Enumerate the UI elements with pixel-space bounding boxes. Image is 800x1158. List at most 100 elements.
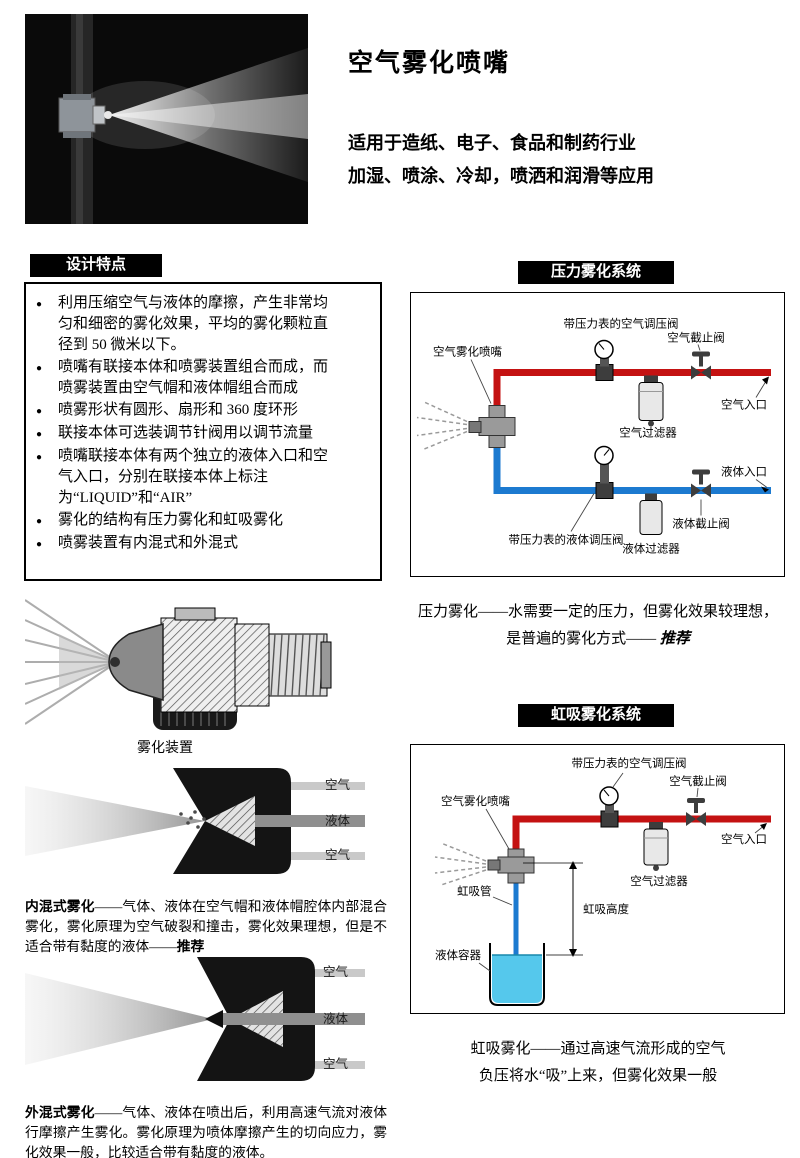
- bullet-icon: [36, 423, 58, 445]
- air-cap: [108, 622, 164, 702]
- air-label-bottom: 空气: [323, 1056, 349, 1071]
- bullet-icon: [36, 533, 58, 555]
- internal-mix-body: ——气体、液体在空气帽和液体帽腔体内部混合雾化，雾化原理为空气破裂和撞击，雾化效…: [25, 898, 388, 954]
- atomizing-nozzle: [487, 848, 535, 884]
- siphon-caption: 虹吸雾化——通过高速气流形成的空气负压将水“吸”上来，但雾化效果一般: [418, 1036, 778, 1090]
- external-mix-body: ——气体、液体在喷出后，利用高速气流对液体行摩擦产生雾化。雾化原理为喷体摩擦产生…: [25, 1104, 388, 1158]
- bullet-icon: [36, 293, 58, 356]
- feature-text: 喷雾形状有圆形、扇形和 360 度环形: [58, 402, 299, 418]
- air-filter-label: 空气过滤器: [630, 874, 688, 888]
- air-passage-bottom: [310, 1061, 365, 1069]
- air-regulator: [599, 786, 619, 828]
- pressure-system-header: 压力雾化系统: [518, 261, 674, 284]
- air-passage-bottom: [291, 852, 365, 860]
- bullet-icon: [36, 446, 58, 509]
- air-regulator-label: 带压力表的空气调压阀: [564, 317, 679, 331]
- bullet-icon: [36, 510, 58, 532]
- feature-item: 雾化的结构有压力雾化和虹吸雾化: [36, 510, 374, 532]
- liquid-label: 液体: [323, 1011, 349, 1026]
- air-label-bottom: 空气: [325, 847, 351, 862]
- internal-mix-title: 内混式雾化: [25, 898, 95, 914]
- spray-lines: [434, 842, 487, 886]
- air-inlet-label: 空气入口: [721, 832, 767, 846]
- air-regulator-label: 带压力表的空气调压阀: [572, 756, 687, 770]
- feature-item: 喷雾形状有圆形、扇形和 360 度环形: [36, 400, 374, 422]
- atomizer-cutaway: [25, 598, 335, 736]
- internal-mix-highlight: 推荐: [176, 938, 205, 954]
- air-inlet-label: 空气入口: [721, 398, 767, 412]
- feature-text: 利用压缩空气与液体的摩擦，产生非常均匀和细密的雾化效果，平均的雾化颗粒直径到 5…: [58, 295, 329, 353]
- siphon-caption-line1: 虹吸雾化——通过高速气流形成的空气: [470, 1041, 726, 1057]
- feature-list: 利用压缩空气与液体的摩擦，产生非常均匀和细密的雾化效果，平均的雾化颗粒直径到 5…: [36, 293, 374, 555]
- liquid-fill: [492, 955, 542, 1003]
- droplets: [179, 810, 206, 829]
- atomizing-nozzle: [468, 405, 516, 448]
- leader-lines: [470, 344, 768, 532]
- liquid-filter-label: 液体过滤器: [622, 542, 680, 556]
- siphon-system-diagram: 带压力表的空气调压阀 空气截止阀 空气雾化喷嘴 空气入口 空气过滤器 虹吸管 虹…: [410, 744, 785, 1014]
- nozzle-photo-art: [25, 14, 308, 224]
- feature-text: 喷雾装置有内混式和外混式: [58, 535, 239, 551]
- liquid-tip: [205, 1010, 223, 1028]
- nozzle-label: 空气雾化喷嘴: [433, 345, 502, 359]
- air-filter: [638, 375, 664, 427]
- photo-nozzle-body: [58, 97, 96, 133]
- design-features-header: 设计特点: [30, 254, 162, 277]
- liquid-inlet-arrow: [761, 486, 769, 493]
- air-inlet-arrow: [762, 376, 769, 385]
- bullet-icon: [36, 400, 58, 422]
- feature-text: 雾化的结构有压力雾化和虹吸雾化: [58, 512, 284, 528]
- liquid-cap-section: [205, 796, 255, 846]
- air-valve-label: 空气截止阀: [669, 774, 727, 788]
- liquid-pipe: [493, 443, 771, 494]
- liquid-label: 液体: [325, 813, 351, 828]
- air-filter-label: 空气过滤器: [619, 426, 677, 440]
- design-features-box: 利用压缩空气与液体的摩擦，产生非常均匀和细密的雾化效果，平均的雾化颗粒直径到 5…: [24, 282, 382, 581]
- subtitle-line-1: 适用于造纸、电子、食品和制药行业: [348, 133, 636, 153]
- spray-cone: [25, 786, 205, 856]
- feature-text: 喷嘴联接本体有两个独立的液体入口和空气入口，分别在联接本体上标注为“LIQUID…: [58, 448, 329, 506]
- air-passage-top: [291, 782, 365, 790]
- feature-item: 喷雾装置有内混式和外混式: [36, 533, 374, 555]
- threaded-tail: [268, 633, 332, 697]
- liquid-shutoff-valve: [691, 469, 711, 498]
- liquid-valve-label: 液体截止阀: [672, 517, 730, 531]
- air-label-top: 空气: [325, 777, 351, 792]
- bullet-icon: [36, 357, 58, 399]
- siphon-caption-line2: 负压将水“吸”上来，但雾化效果一般: [478, 1068, 718, 1084]
- air-regulator: [594, 339, 614, 381]
- spray-lines: [416, 400, 468, 451]
- nozzle-photo: [25, 14, 308, 224]
- air-pipe: [493, 369, 771, 410]
- spray-cone: [25, 973, 213, 1065]
- internal-mix-diagram: 空气 液体 空气: [25, 762, 365, 880]
- feature-item: 喷嘴有联接本体和喷雾装置组合而成，而喷雾装置由空气帽和液体帽组合而成: [36, 357, 374, 399]
- liquid-feed-tube: [221, 1013, 365, 1025]
- nozzle-body-section: [160, 607, 270, 713]
- feature-text: 联接本体可选装调节针阀用以调节流量: [58, 425, 314, 441]
- feature-item: 喷嘴联接本体有两个独立的液体入口和空气入口，分别在联接本体上标注为“LIQUID…: [36, 446, 374, 509]
- liquid-container: [489, 943, 545, 1006]
- container-label: 液体容器: [435, 948, 481, 962]
- air-passage-top: [310, 969, 365, 977]
- feature-item: 利用压缩空气与液体的摩擦，产生非常均匀和细密的雾化效果，平均的雾化颗粒直径到 5…: [36, 293, 374, 356]
- external-mix-text: 外混式雾化——气体、液体在喷出后，利用高速气流对液体行摩擦产生雾化。雾化原理为喷…: [25, 1103, 387, 1158]
- leader-lines: [478, 772, 766, 972]
- external-mix-diagram: 空气 液体 空气: [25, 953, 365, 1085]
- atomizer-caption: 雾化装置: [137, 741, 193, 756]
- air-inlet-arrow: [760, 823, 767, 830]
- pressure-caption: 压力雾化——水需要一定的压力，但雾化效果较理想，是普遍的雾化方式—— 推荐: [418, 599, 778, 653]
- air-valve-label: 空气截止阀: [667, 331, 725, 345]
- feature-text: 喷嘴有联接本体和喷雾装置组合而成，而喷雾装置由空气帽和液体帽组合而成: [58, 359, 329, 396]
- page-subtitle: 适用于造纸、电子、食品和制药行业 加湿、喷涂、冷却，喷洒和润滑等应用: [348, 127, 654, 193]
- air-filter: [643, 822, 669, 871]
- external-mix-title: 外混式雾化: [25, 1104, 95, 1120]
- pressure-caption-text: 压力雾化——水需要一定的压力，但雾化效果较理想，是普遍的雾化方式——: [418, 604, 779, 647]
- nozzle-label: 空气雾化喷嘴: [441, 794, 510, 808]
- air-label-top: 空气: [323, 964, 349, 979]
- subtitle-line-2: 加湿、喷涂、冷却，喷洒和润滑等应用: [348, 166, 654, 186]
- page-title: 空气雾化喷嘴: [348, 49, 511, 77]
- liquid-inlet-label: 液体入口: [721, 465, 767, 479]
- liquid-regulator-label: 带压力表的液体调压阀: [509, 533, 624, 547]
